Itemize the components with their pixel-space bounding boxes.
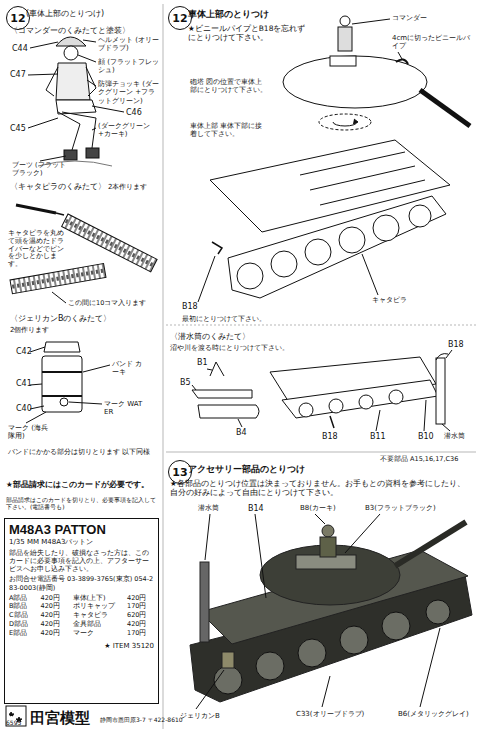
table-cell: 420円 <box>41 621 68 629</box>
snorkel-parts <box>192 350 452 431</box>
table-cell: 車体(上下) <box>73 595 123 603</box>
item-number: ★ ITEM 35120 <box>9 642 154 650</box>
table-cell: D部品 <box>9 621 36 629</box>
part-number: C41 <box>16 379 32 389</box>
part-label: B8(カーキ) <box>300 504 336 512</box>
part-label: C33(オリーブドラブ) <box>296 710 364 718</box>
table-cell: 170円 <box>127 630 154 638</box>
part-label: バンド カーキ <box>112 360 144 377</box>
table-cell: 420円 <box>127 621 154 629</box>
part-label: 顔 (フラットフレッシュ) <box>98 58 160 75</box>
table-cell: 420円 <box>41 603 68 611</box>
part-label: 〈コマンダーのくみたてと塗装〉 <box>10 26 130 36</box>
part-label: ★各部品のとりつけ位置は決まっておりません。お手もとの資料を参考にしたり、自分の… <box>170 479 470 497</box>
part-label: 〈潜水筒のくみたて〉 <box>170 332 250 342</box>
table-cell: 金具部品 <box>73 621 123 629</box>
part-number: B18 <box>448 340 464 350</box>
part-number: C46 <box>126 108 142 118</box>
part-number: C44 <box>12 44 28 54</box>
part-label: 砲塔 図の位置で車体上部にとりつけて下さい。 <box>190 78 268 95</box>
part-label: 防弾チョッキ (ダークグリーン +フラットグリーン) <box>98 80 160 105</box>
part-label: ★ビニールパイプとB18を忘れずにとりつけて下さい。 <box>188 24 313 42</box>
part-label: バンドにかかる部分は切りとります 以下同様 <box>8 448 158 456</box>
part-label: ブーツ (フラットブラック) <box>12 162 72 178</box>
part-number: C40 <box>16 404 32 414</box>
part-number: B4 <box>236 428 247 438</box>
part-number: C47 <box>10 70 26 80</box>
part-label: マーク WATER <box>104 400 146 417</box>
part-number: B5 <box>180 378 191 388</box>
card-text: 部品を紛失したり、破損なさった方は、このカードに必要事項を記入の上、アフターサー… <box>9 549 154 573</box>
part-number: B10 <box>418 432 434 442</box>
part-label: 車体上部 車体下部に接着して下さい。 <box>190 122 268 139</box>
part-label: 不要部品 A15,16,17,C36 <box>380 456 458 464</box>
part-label: 最初にとりつけて下さい。 <box>182 315 266 323</box>
step-number-text: 13 <box>172 466 187 479</box>
table-cell: 170円 <box>127 603 154 611</box>
part-number: B11 <box>370 432 386 442</box>
part-label: 潜水筒 <box>198 504 219 512</box>
part-label: 6595 <box>6 719 21 726</box>
part-label: B3(フラットブラック) <box>365 504 436 512</box>
part-label: マーク (海兵隊用) <box>8 424 52 441</box>
part-label: (車体上部のとりつけ) <box>26 9 104 19</box>
part-label: コマンダー <box>392 14 427 22</box>
part-label: 2本作ります <box>108 183 147 191</box>
table-cell: マーク <box>73 630 123 638</box>
part-label: キャタピラを丸めて頭を温めたドライバーなどでピンを少しとかします。 <box>8 230 66 269</box>
table-cell: A部品 <box>9 595 36 603</box>
part-label: 静岡市恩田原3-7 〒422-8610 <box>100 716 183 723</box>
table-cell: キャタピラ <box>73 612 123 620</box>
tamiya-logo <box>6 706 26 726</box>
table-cell: B部品 <box>9 603 36 611</box>
part-label: キャタピラ <box>372 296 407 304</box>
part-label: 2個作ります <box>10 326 49 334</box>
card-title: M48A3 PATTON <box>9 522 154 537</box>
price-table: A部品420円車体(上下)420円B部品420円ポリキャップ170円C部品420… <box>9 595 154 638</box>
tank-photo <box>190 514 472 709</box>
part-label: (ダークグリーン +カーキ) <box>98 122 160 139</box>
part-label: アクセサリー部品のとりつけ <box>188 464 305 475</box>
table-cell: ポリキャップ <box>73 603 123 611</box>
part-label: ジェリカンB <box>180 712 220 720</box>
parts-card: M48A3 PATTON1/35 MM M48A3パットン部品を紛失したり、破損… <box>4 518 159 704</box>
part-label: 沼や川を渡る時にとりつけて下さい。 <box>170 344 289 352</box>
part-label: この間に10コマ入ります <box>68 300 146 308</box>
card-text: お問合せ電話番号 03-3899-3765(東京) 054-283-0003(静… <box>9 575 154 591</box>
jerry-can <box>26 342 110 423</box>
part-label: 〈キャタピラのくみたて〉 <box>10 182 106 192</box>
part-label: ヘルメット (オリーブドラブ) <box>98 36 160 53</box>
table-cell: 420円 <box>41 595 68 603</box>
card-text: 1/35 MM M48A3パットン <box>9 537 154 547</box>
part-label: 田宮模型 <box>30 709 90 727</box>
table-cell: 420円 <box>41 630 68 638</box>
part-number: B18 <box>322 432 338 442</box>
table-cell: 620円 <box>127 612 154 620</box>
step-number-text: 12 <box>172 12 187 25</box>
part-label: B6(メタリックグレイ) <box>398 710 469 718</box>
table-cell: 420円 <box>41 612 68 620</box>
step-number-text: 12 <box>10 12 25 25</box>
part-label: 車体上部のとりつけ <box>188 9 269 20</box>
part-number: C45 <box>10 124 26 134</box>
part-number: C42 <box>16 347 32 357</box>
table-cell: 420円 <box>127 595 154 603</box>
part-number: B1 <box>197 358 208 368</box>
part-label: ★部品請求にはこのカードが必要です。 <box>6 480 161 489</box>
part-label: 〈ジェリカンBのくみたて〉 <box>10 314 112 324</box>
part-number: B18 <box>182 302 198 312</box>
part-label: 4cmに切ったビニールパイプ <box>392 34 477 51</box>
part-number: B14 <box>248 504 264 514</box>
table-cell: C部品 <box>9 612 36 620</box>
part-label: 部品請求はこのカードを切りとり、必要事項を記入して下さい。(電話番号も) <box>6 496 161 510</box>
part-label: 潜水筒 <box>444 432 465 440</box>
tank-exploded <box>198 16 470 302</box>
table-cell: E部品 <box>9 630 36 638</box>
